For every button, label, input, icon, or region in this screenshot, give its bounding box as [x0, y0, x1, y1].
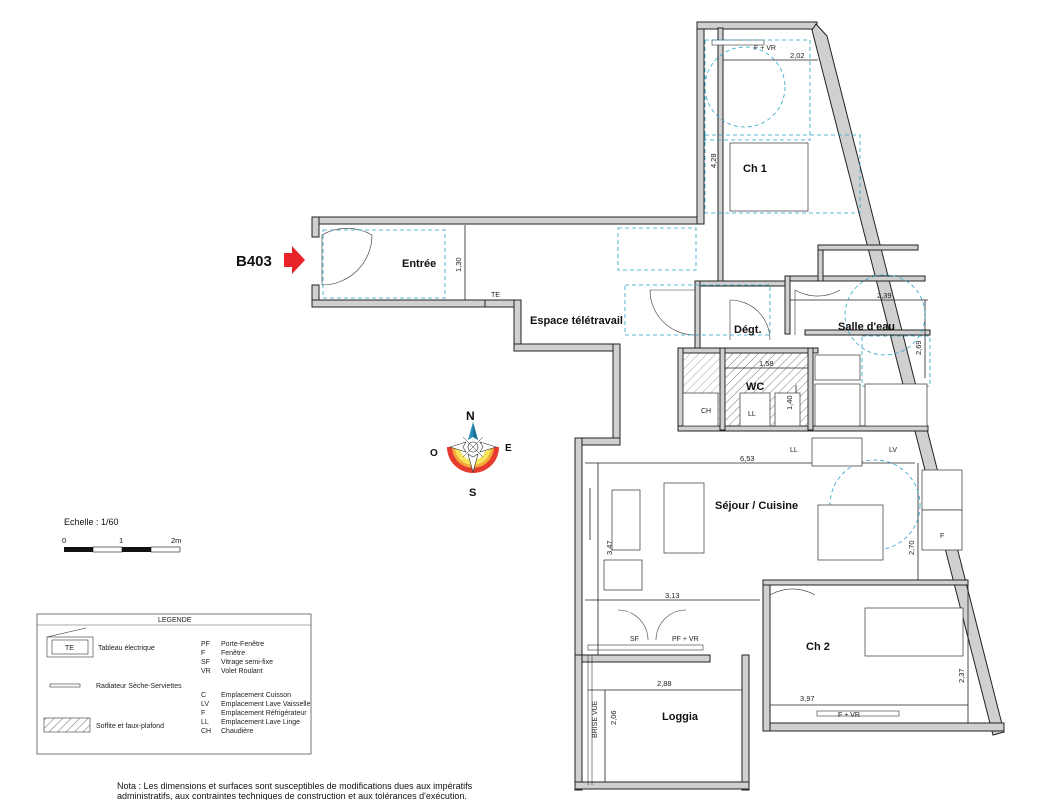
dim-4-28: 4,28 [709, 153, 718, 168]
legend-tableau: Tableau électrique [98, 645, 155, 652]
label-f-vr-top: F + VR [754, 45, 776, 52]
compass-icon [447, 422, 499, 474]
legend-abbr2-2-code: F [201, 710, 205, 717]
legend [36, 613, 312, 755]
legend-abbr-2-label: Vitrage semi-fixe [221, 659, 273, 666]
room-degt: Dégt. [734, 324, 762, 336]
legend-abbr2-0-label: Emplacement Cuisson [221, 692, 291, 699]
legend-abbr-0-code: PF [201, 641, 210, 648]
compass-e: E [505, 443, 512, 454]
label-pf-vr: PF + VR [672, 636, 699, 643]
room-sejour-cuisine: Séjour / Cuisine [715, 500, 798, 512]
dim-3-97: 3,97 [800, 694, 815, 703]
dim-2-02: 2,02 [790, 51, 805, 60]
room-entree: Entrée [402, 258, 436, 270]
compass-s: S [469, 487, 476, 499]
legend-abbr-3-label: Volet Roulant [221, 668, 263, 675]
legend-title: LEGENDE [158, 617, 192, 624]
label-ch: CH [701, 408, 711, 415]
unit-arrow-icon [284, 246, 305, 274]
legend-abbr2-0-code: C [201, 692, 206, 699]
room-loggia: Loggia [662, 711, 699, 723]
legend-abbr2-1-code: LV [201, 701, 209, 708]
label-ll: LL [790, 447, 798, 454]
exterior-walls [311, 21, 1005, 791]
legend-radiateur: Radiateur Sèche-Serviettes [96, 683, 182, 690]
legend-abbr-0-label: Porte-Fenêtre [221, 641, 264, 648]
dim-2-37: 2,37 [957, 668, 966, 683]
legend-te-symbol: TE [65, 645, 74, 652]
dim-6-53: 6,53 [740, 454, 755, 463]
dim-3-47: 3,47 [605, 540, 614, 555]
room-espace-teletravail: Espace télétravail [530, 315, 623, 327]
room-salle-deau: Salle d'eau [838, 321, 895, 333]
compass-n: N [466, 409, 475, 423]
furniture [322, 39, 964, 657]
scale-bar [64, 546, 181, 553]
scale-title: Echelle : 1/60 [64, 517, 119, 527]
label-brise-vue: BRISE VUE [592, 700, 599, 738]
dim-1-30: 1,30 [454, 257, 463, 272]
scale-tick-2: 2m [171, 536, 181, 545]
legend-abbr2-4-label: Chaudière [221, 728, 253, 735]
doors [321, 228, 841, 641]
label-te: TE [491, 292, 500, 299]
dim-2-70: 2,70 [907, 540, 916, 555]
dim-2-39: 2,39 [877, 291, 892, 300]
label-sf: SF [630, 636, 639, 643]
legend-abbr-1-code: F [201, 650, 205, 657]
legend-abbr2-4-code: CH [201, 728, 211, 735]
legend-abbr2-3-label: Emplacement Lave Linge [221, 719, 300, 726]
label-lv: LV [889, 447, 897, 454]
unit-id: B403 [236, 253, 272, 270]
dim-1-58: 1,58 [759, 359, 774, 368]
dim-2-06: 2,06 [609, 710, 618, 725]
legend-abbr-1-label: Fenêtre [221, 650, 245, 657]
interior-walls [677, 27, 969, 586]
room-ch1: Ch 1 [743, 163, 767, 175]
windows [587, 39, 900, 785]
room-wc: WC [746, 381, 764, 393]
legend-abbr-3-code: VR [201, 668, 211, 675]
legend-abbr-2-code: SF [201, 659, 210, 666]
dim-1-40: 1,40 [785, 395, 794, 410]
label-f-vr-bottom: F + VR [838, 712, 860, 719]
label-f: F [940, 533, 944, 540]
legend-abbr2-1-label: Emplacement Lave Vaisselle [221, 701, 310, 708]
label-ll-wc: LL [748, 411, 756, 418]
room-ch2: Ch 2 [806, 641, 830, 653]
scale-tick-0: 0 [62, 536, 66, 545]
legend-soffite: Soffite et faux-plafond [96, 723, 164, 730]
dim-2-69: 2,69 [914, 340, 923, 355]
legend-abbr2-2-label: Emplacement Réfrigérateur [221, 710, 307, 717]
dim-2-88: 2,88 [657, 679, 672, 688]
compass-o: O [430, 448, 438, 459]
scale-tick-1: 1 [119, 536, 123, 545]
legend-abbr2-3-code: LL [201, 719, 209, 726]
note-line-1: Nota : Les dimensions et surfaces sont s… [117, 781, 473, 791]
note-line-2: administratifs, aux contraintes techniqu… [117, 791, 467, 800]
dim-3-13: 3,13 [665, 591, 680, 600]
